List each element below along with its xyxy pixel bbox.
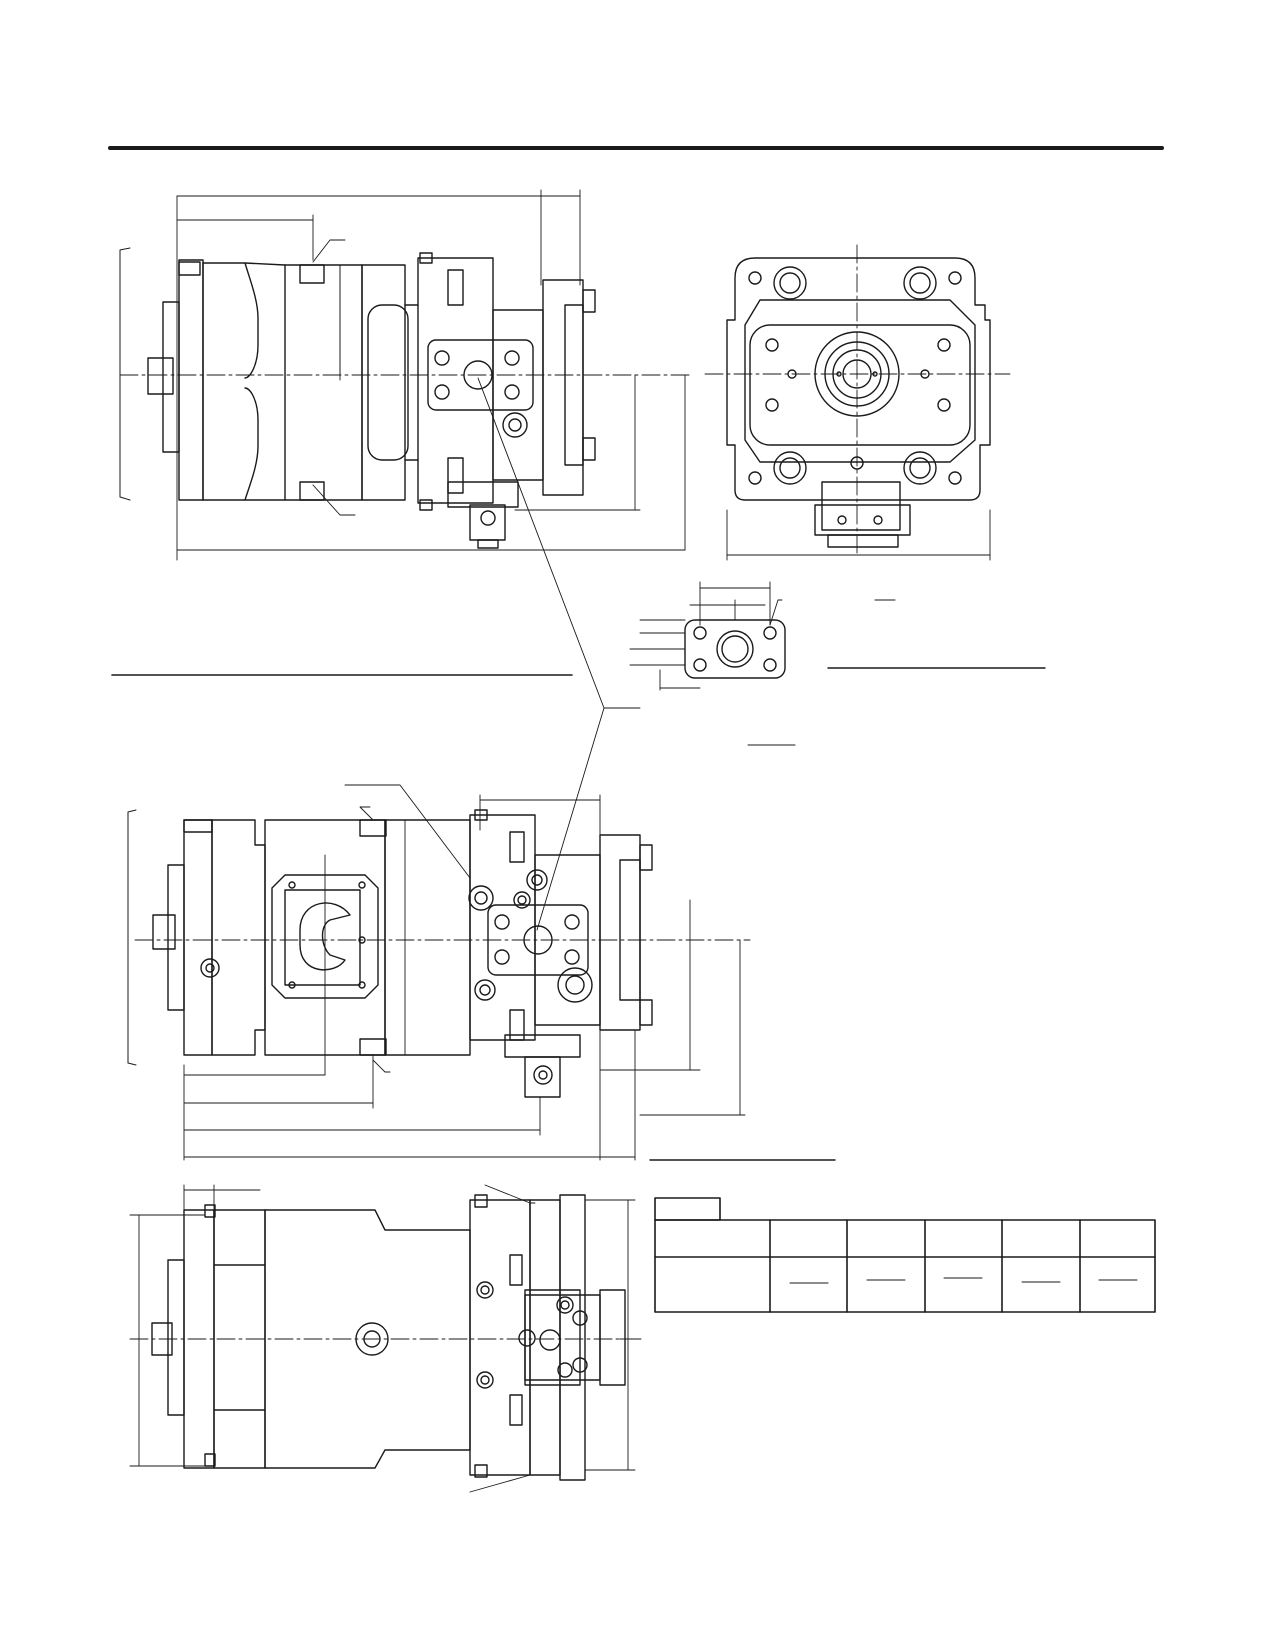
- top-view-bottom: [129, 1184, 646, 1493]
- detail-leader: [477, 377, 641, 709]
- port-flange-detail: [629, 581, 1046, 746]
- dimension-table: [654, 1197, 1156, 1313]
- front-end-view: [704, 244, 1011, 561]
- side-view-middle: [127, 784, 836, 1161]
- side-view-top: [119, 189, 691, 561]
